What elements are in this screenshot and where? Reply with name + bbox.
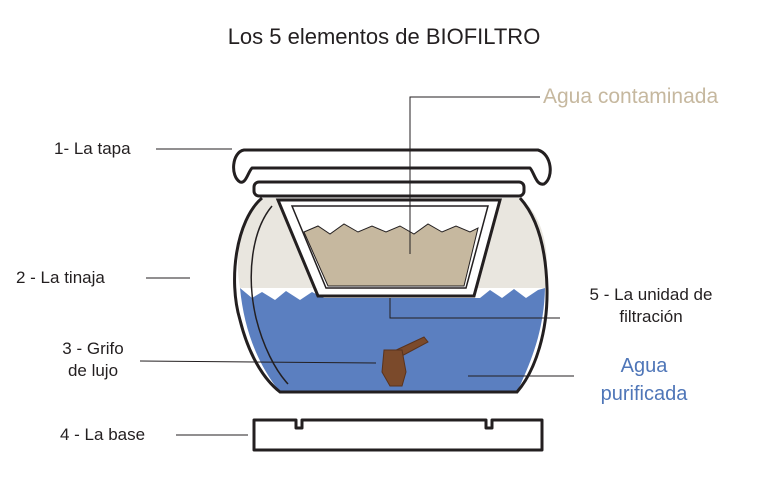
tapa-lid (232, 148, 552, 198)
label-tapa: 1- La tapa (54, 139, 131, 158)
label-grifo-line2: de lujo (67, 361, 119, 380)
leader-lines (139, 96, 574, 436)
label-grifo: 3 - Grifo de lujo (48, 339, 138, 381)
label-agua-contaminada: Agua contaminada (543, 85, 719, 108)
lid-top (232, 148, 552, 186)
label-grifo-line1: 3 - Grifo (62, 339, 124, 358)
tinaja-inner-rim (250, 205, 289, 385)
tinaja-outline (233, 196, 549, 394)
label-agua-purificada-line2: purificada (600, 383, 688, 405)
leader-grifo (139, 360, 377, 364)
grifo-tap (381, 336, 429, 387)
label-agua-purificada: Agua purificada (574, 354, 714, 406)
filter-unit (275, 198, 502, 298)
label-tinaja: 2 - La tinaja (16, 268, 105, 287)
purified-water (240, 288, 545, 392)
label-unidad-line1: 5 - La unidad de (589, 285, 713, 304)
tap-body (381, 349, 407, 387)
base-stand (252, 418, 544, 452)
label-unidad-filtracion: 5 - La unidad de filtración (566, 285, 736, 327)
diagram-title: Los 5 elementos de BIOFILTRO (227, 24, 541, 49)
leader-unidad (389, 298, 560, 319)
contaminated-water (303, 223, 479, 287)
lid-rim (252, 180, 526, 198)
label-unidad-line2: filtración (619, 307, 683, 326)
label-base: 4 - La base (60, 425, 146, 444)
leader-agua-contaminada (409, 96, 540, 254)
label-agua-purificada-line1: Agua (620, 355, 668, 377)
